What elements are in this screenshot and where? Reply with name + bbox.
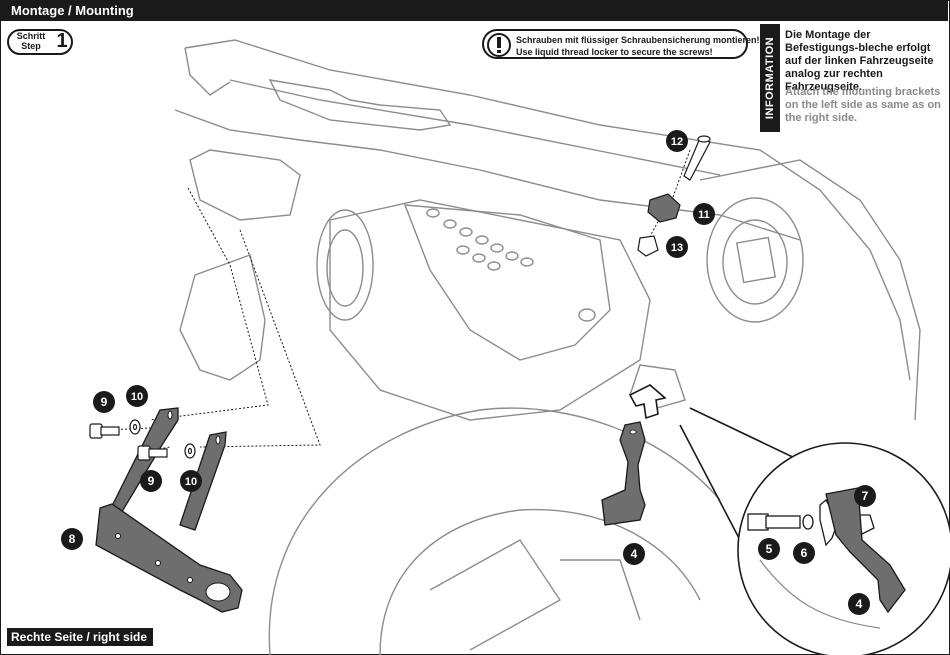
screw-9b-head bbox=[137, 445, 151, 461]
bracket-part-4 bbox=[601, 421, 646, 526]
step-word-en: Step bbox=[21, 41, 41, 51]
exclamation-icon bbox=[487, 33, 511, 57]
bracket-part-8 bbox=[95, 407, 243, 613]
exhaust-outlet-inner bbox=[326, 229, 364, 307]
information-text-en: Attach the mounting brackets on the left… bbox=[785, 86, 941, 124]
rear-wheel-arc-inner bbox=[379, 508, 701, 655]
step-word-de: Schritt bbox=[16, 31, 46, 41]
tank-cap-outer bbox=[706, 197, 804, 323]
screw-9a-shaft bbox=[100, 426, 120, 436]
seat-top bbox=[229, 79, 721, 176]
screw-12 bbox=[683, 137, 711, 181]
step-badge: Schritt Step 1 bbox=[7, 29, 73, 55]
grab-handle bbox=[268, 79, 452, 131]
thread-locker-warning: Schrauben mit flüssiger Schraubensicheru… bbox=[482, 29, 760, 59]
label-9a: 9 bbox=[101, 395, 108, 409]
step-number: 1 bbox=[56, 30, 68, 52]
tail-rack-edge bbox=[184, 47, 231, 96]
license-plate-holder bbox=[179, 254, 266, 381]
screw-9b-shaft bbox=[148, 448, 168, 458]
insertion-arrow bbox=[628, 384, 667, 420]
warning-text-en: Use liquid thread locker to secure the s… bbox=[516, 47, 713, 57]
nut-13 bbox=[637, 235, 659, 257]
screw-9a-head bbox=[89, 423, 103, 439]
side-label: Rechte Seite / right side bbox=[7, 628, 154, 646]
information-tab-label: INFORMATION bbox=[764, 36, 776, 120]
tank-cap-inner bbox=[722, 219, 788, 305]
exhaust-outlet bbox=[316, 209, 374, 321]
label-4a: 4 bbox=[631, 547, 638, 561]
rear-wheel-arc bbox=[268, 407, 721, 655]
label-10b: 10 bbox=[185, 476, 197, 488]
information-panel: INFORMATION Die Montage der Befestigungs… bbox=[760, 24, 944, 132]
exhaust-silencer bbox=[329, 199, 651, 421]
label-6: 6 bbox=[801, 546, 808, 560]
nut-11 bbox=[647, 193, 681, 223]
heat-shield bbox=[403, 204, 611, 361]
label-10a: 10 bbox=[131, 391, 143, 403]
label-8: 8 bbox=[69, 532, 76, 546]
label-9b: 9 bbox=[148, 474, 155, 488]
label-12: 12 bbox=[671, 136, 683, 148]
label-5: 5 bbox=[766, 542, 773, 556]
label-7: 7 bbox=[862, 489, 869, 503]
label-4b: 4 bbox=[856, 597, 863, 611]
part-markers bbox=[61, 130, 876, 615]
label-13: 13 bbox=[671, 242, 683, 254]
warning-text-de: Schrauben mit flüssiger Schraubensicheru… bbox=[516, 35, 760, 45]
rim-spoke-b bbox=[560, 559, 641, 621]
information-text-de: Die Montage der Befestigungs-bleche erfo… bbox=[785, 29, 934, 93]
detail-bracket bbox=[825, 487, 906, 614]
tail-light bbox=[189, 149, 301, 221]
side-body bbox=[699, 159, 921, 421]
label-11: 11 bbox=[698, 209, 710, 221]
page-title: Montage / Mounting bbox=[1, 1, 948, 21]
detail-zoom-circle bbox=[737, 442, 950, 655]
rim-spoke-a bbox=[429, 539, 562, 651]
exhaust-mount bbox=[629, 364, 686, 411]
